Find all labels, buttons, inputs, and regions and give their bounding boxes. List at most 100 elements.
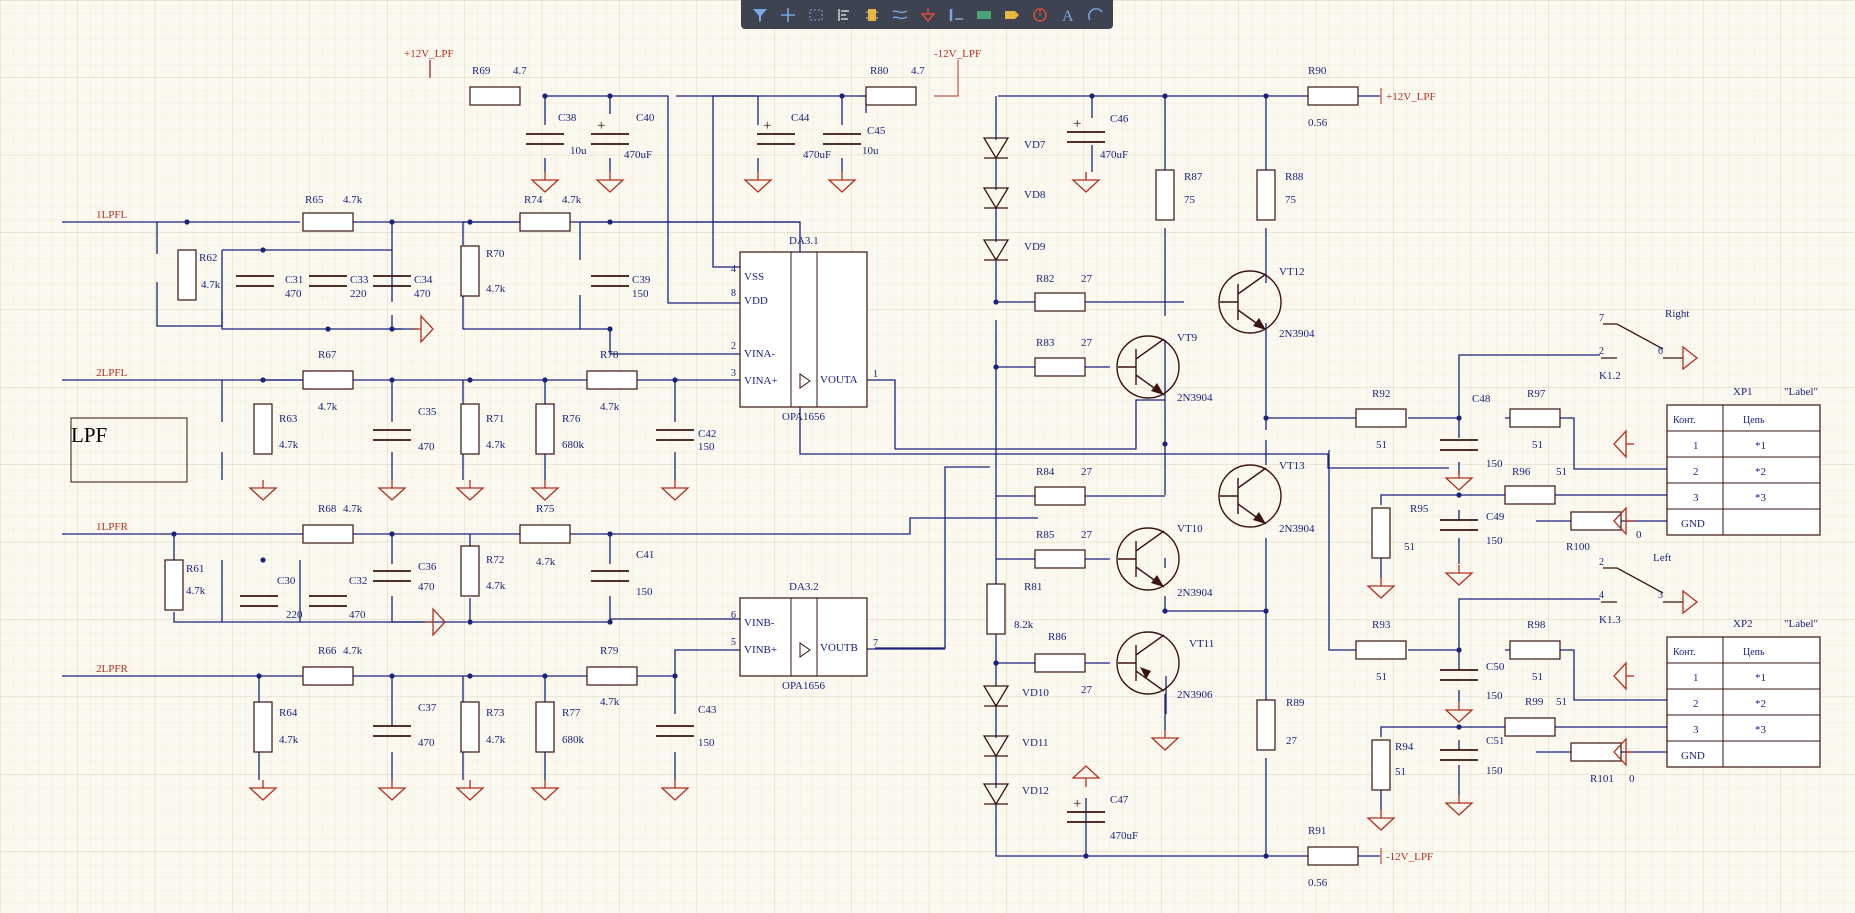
component-tool-button[interactable] <box>859 3 885 27</box>
transistor-ref: VT9 <box>1177 332 1198 344</box>
resistor-r78[interactable] <box>586 370 638 390</box>
resistor-r86[interactable] <box>1034 653 1086 673</box>
resistor-r63[interactable] <box>253 403 273 455</box>
relay-k1-2[interactable] <box>1601 323 1699 371</box>
ground-tool-button[interactable] <box>915 3 941 27</box>
resistor-r95[interactable] <box>1371 507 1391 559</box>
capacitor-c38[interactable] <box>526 133 564 145</box>
resistor-r67[interactable] <box>302 370 354 390</box>
resistor-r85[interactable] <box>1034 549 1086 569</box>
resistor-r101[interactable] <box>1570 742 1622 762</box>
resistor-r82[interactable] <box>1034 292 1086 312</box>
capacitor-c37[interactable] <box>373 725 411 737</box>
diode-vd11[interactable] <box>982 735 1010 758</box>
resistor-r75[interactable] <box>519 524 571 544</box>
resistor-r61[interactable] <box>164 559 184 611</box>
arc-tool-button[interactable] <box>1083 3 1109 27</box>
lpf-block[interactable] <box>70 417 188 483</box>
transistor-vt12[interactable] <box>1218 270 1282 334</box>
diode-vd10[interactable] <box>982 685 1010 708</box>
capacitor-c48[interactable] <box>1440 439 1478 451</box>
resistor-r100[interactable] <box>1570 511 1622 531</box>
resistor-r81[interactable] <box>986 583 1006 635</box>
filter-tool-button[interactable] <box>747 3 773 27</box>
diode-vd8[interactable] <box>982 187 1010 210</box>
transistor-vt10[interactable] <box>1116 527 1180 591</box>
resistor-r80[interactable] <box>865 86 917 106</box>
resistor-r73[interactable] <box>460 701 480 753</box>
resistor-r71[interactable] <box>460 403 480 455</box>
resistor-r91[interactable] <box>1307 846 1359 866</box>
capacitor-c46[interactable] <box>1067 131 1105 143</box>
capacitor-c33[interactable] <box>309 275 347 287</box>
capacitor-c42[interactable] <box>656 429 694 441</box>
capacitor-c32[interactable] <box>309 595 347 607</box>
capacitor-ref: C35 <box>418 406 437 418</box>
capacitor-c39[interactable] <box>591 275 629 287</box>
resistor-r89[interactable] <box>1256 699 1276 751</box>
resistor-r98[interactable] <box>1509 640 1561 660</box>
diode-vd9[interactable] <box>982 239 1010 262</box>
diode-vd7[interactable] <box>982 137 1010 160</box>
capacitor-c44[interactable] <box>757 133 795 145</box>
resistor-r69[interactable] <box>469 86 521 106</box>
ground-symbol <box>530 780 560 801</box>
bus-tool-button[interactable] <box>943 3 969 27</box>
align-tool-button[interactable] <box>831 3 857 27</box>
resistor-r66[interactable] <box>302 666 354 686</box>
relay-k1-3[interactable] <box>1601 567 1699 615</box>
resistor-r84[interactable] <box>1034 486 1086 506</box>
wire-tool-button[interactable] <box>887 3 913 27</box>
capacitor-c36[interactable] <box>373 570 411 582</box>
connector-xp1[interactable] <box>1666 404 1821 536</box>
capacitor-c40[interactable] <box>591 133 629 145</box>
diode-vd12[interactable] <box>982 783 1010 806</box>
capacitor-c50[interactable] <box>1440 669 1478 681</box>
resistor-r83[interactable] <box>1034 357 1086 377</box>
crosshair-tool-button[interactable] <box>775 3 801 27</box>
capacitor-c43[interactable] <box>656 725 694 737</box>
resistor-r64[interactable] <box>253 701 273 753</box>
capacitor-c35[interactable] <box>373 429 411 441</box>
capacitor-c47[interactable] <box>1067 811 1105 823</box>
text-tool-button[interactable]: A <box>1055 3 1081 27</box>
capacitor-c45[interactable] <box>823 133 861 145</box>
resistor-r99[interactable] <box>1504 717 1556 737</box>
power-port-tool-button[interactable] <box>1027 3 1053 27</box>
transistor-vt11[interactable] <box>1116 631 1180 695</box>
resistor-r68[interactable] <box>302 524 354 544</box>
transistor-vt9[interactable] <box>1116 335 1180 399</box>
resistor-r87[interactable] <box>1155 169 1175 221</box>
resistor-r65[interactable] <box>302 212 354 232</box>
connector-net: *2 <box>1755 698 1766 710</box>
capacitor-c49[interactable] <box>1440 519 1478 531</box>
resistor-r77[interactable] <box>535 701 555 753</box>
ground-symbol <box>1150 730 1180 751</box>
resistor-r79[interactable] <box>586 666 638 686</box>
resistor-r93[interactable] <box>1355 640 1407 660</box>
resistor-r76[interactable] <box>535 403 555 455</box>
resistor-r74[interactable] <box>519 212 571 232</box>
resistor-r90[interactable] <box>1307 86 1359 106</box>
net-label-tool-button[interactable] <box>971 3 997 27</box>
resistor-r94[interactable] <box>1371 739 1391 791</box>
port-tool-button[interactable] <box>999 3 1025 27</box>
connector-xp2[interactable] <box>1666 636 1821 768</box>
select-rect-tool-button[interactable] <box>803 3 829 27</box>
capacitor-c31[interactable] <box>236 275 274 287</box>
opamp-da3-2[interactable] <box>739 597 868 677</box>
resistor-r70[interactable] <box>460 245 480 297</box>
resistor-r62[interactable] <box>177 249 197 301</box>
resistor-r97[interactable] <box>1509 408 1561 428</box>
resistor-r92[interactable] <box>1355 408 1407 428</box>
resistor-r72[interactable] <box>460 545 480 597</box>
capacitor-c41[interactable] <box>591 570 629 582</box>
opamp-da3-1[interactable] <box>739 251 868 408</box>
resistor-r96[interactable] <box>1504 485 1556 505</box>
transistor-vt13[interactable] <box>1218 464 1282 528</box>
capacitor-c51[interactable] <box>1440 749 1478 761</box>
resistor-r88[interactable] <box>1256 169 1276 221</box>
capacitor-c34[interactable] <box>373 275 411 287</box>
capacitor-c30[interactable] <box>240 595 278 607</box>
